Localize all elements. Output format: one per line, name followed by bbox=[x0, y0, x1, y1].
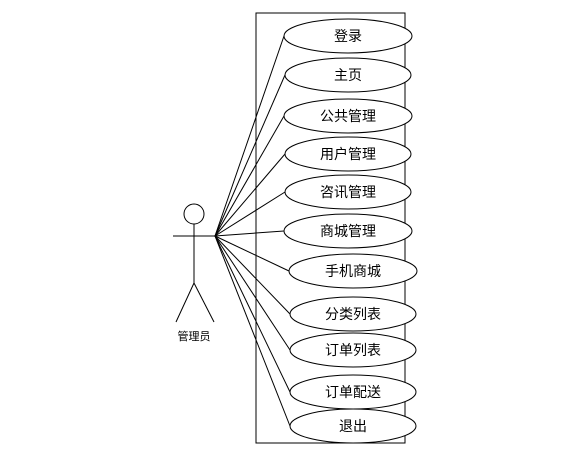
use-case: 订单配送 bbox=[289, 374, 417, 410]
use-case-label: 登录 bbox=[334, 29, 362, 45]
use-case-ellipse bbox=[284, 136, 412, 172]
use-case-ellipse bbox=[283, 213, 413, 249]
use-case-label: 咨讯管理 bbox=[320, 185, 376, 201]
use-case: 主页 bbox=[284, 57, 412, 93]
use-case-label: 主页 bbox=[334, 68, 362, 84]
actor-admin: 管理员 bbox=[173, 203, 215, 343]
use-case-label: 商城管理 bbox=[320, 224, 376, 240]
use-case-ellipse bbox=[289, 408, 417, 444]
actor-left-leg bbox=[175, 282, 195, 323]
use-case-label: 分类列表 bbox=[325, 307, 381, 323]
use-case: 商城管理 bbox=[283, 213, 413, 249]
use-case-label: 公共管理 bbox=[320, 109, 376, 125]
use-case-label: 退出 bbox=[339, 419, 367, 435]
use-case-ellipse bbox=[288, 253, 418, 289]
use-case-label: 手机商城 bbox=[325, 264, 381, 280]
association-line bbox=[214, 191, 286, 237]
use-case-ellipse bbox=[283, 18, 413, 54]
use-case: 用户管理 bbox=[284, 136, 412, 172]
association-lines bbox=[214, 35, 291, 427]
use-case-ellipse bbox=[284, 57, 412, 93]
association-line bbox=[214, 235, 291, 315]
use-case-ellipse bbox=[289, 332, 417, 368]
association-line bbox=[214, 35, 285, 237]
use-case-label: 订单列表 bbox=[325, 343, 381, 359]
use-case: 公共管理 bbox=[283, 98, 413, 134]
use-case-ellipse bbox=[284, 174, 412, 210]
association-line bbox=[214, 153, 286, 237]
use-case-label: 订单配送 bbox=[325, 385, 381, 401]
association-line bbox=[214, 235, 290, 272]
association-line bbox=[214, 74, 286, 237]
association-line bbox=[214, 235, 291, 351]
use-case: 咨讯管理 bbox=[284, 174, 412, 210]
association-line bbox=[214, 115, 285, 237]
use-case-ellipse bbox=[289, 296, 417, 332]
actor-right-leg bbox=[193, 282, 215, 323]
actor-label: 管理员 bbox=[178, 329, 211, 343]
association-line bbox=[214, 230, 285, 237]
use-case: 手机商城 bbox=[288, 253, 418, 289]
use-case: 分类列表 bbox=[289, 296, 417, 332]
use-case: 登录 bbox=[283, 18, 413, 54]
use-case-ellipse bbox=[283, 98, 413, 134]
use-case: 退出 bbox=[289, 408, 417, 444]
use-case-label: 用户管理 bbox=[320, 146, 376, 163]
actor-head bbox=[183, 203, 205, 225]
use-case: 订单列表 bbox=[289, 332, 417, 368]
association-line bbox=[214, 235, 291, 393]
association-line bbox=[214, 235, 291, 427]
